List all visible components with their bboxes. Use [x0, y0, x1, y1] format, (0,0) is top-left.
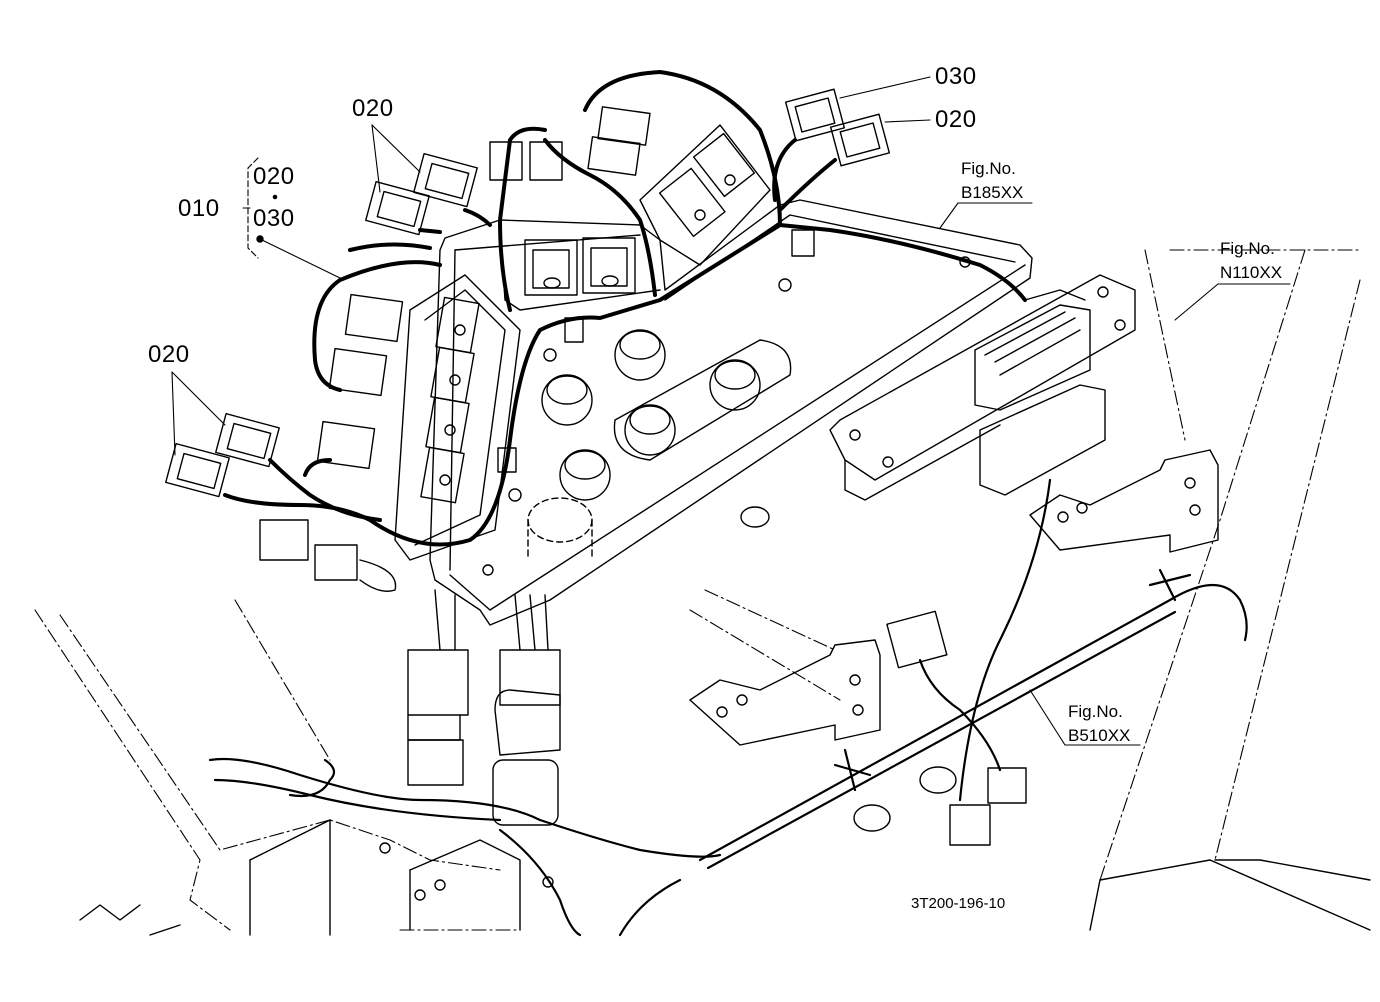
leader-010-dot-line: [261, 239, 341, 279]
leader-fig-b510: [1029, 689, 1141, 746]
fig-ref-b510-code: B510XX: [1068, 726, 1131, 745]
leader-020-left-b: [171, 371, 226, 426]
callout-020-left: 020: [148, 341, 190, 368]
callout-020-top-right: 020: [935, 106, 977, 133]
bullet-dot-mid: [272, 194, 278, 200]
callout-020-upper-left: 020: [352, 95, 394, 122]
callout-010-sub-020: 020: [253, 163, 295, 190]
fig-ref-b185-prefix: Fig.No.: [961, 159, 1016, 178]
connectors: [165, 88, 891, 592]
mounting-brackets: [689, 274, 1219, 746]
leader-fig-b185: [939, 202, 1033, 229]
lower-harness-lines: [208, 478, 1248, 937]
rotary-knobs: [527, 329, 792, 561]
callout-030-top: 030: [935, 63, 977, 90]
screws: [482, 229, 971, 576]
leader-030-top: [839, 76, 931, 99]
leader-020-top-right: [884, 119, 931, 123]
left-switch-block: [394, 274, 521, 561]
leader-010-bracket-vert: [247, 157, 259, 259]
leader-020-upper-left-b: [371, 124, 381, 193]
fig-ref-n110-code: N110XX: [1220, 263, 1283, 282]
fig-ref-n110-prefix: Fig.No.: [1220, 239, 1275, 258]
leader-020-left-a: [171, 371, 176, 456]
leader-020-upper-left-a: [371, 124, 421, 173]
fig-ref-b510-prefix: Fig.No.: [1068, 702, 1123, 721]
callout-010: 010: [178, 195, 220, 222]
right-connector: [974, 289, 1106, 496]
drawing-id-label: 3T200-196-10: [911, 895, 1006, 912]
leader-fig-n110: [1174, 283, 1291, 321]
wire-harness: [223, 70, 1027, 547]
callout-010-sub-030: 030: [253, 205, 295, 232]
lower-frame: [79, 819, 1371, 936]
frame-structure-lines: [34, 249, 1361, 931]
bullet-dot: [256, 235, 264, 243]
control-panel: [429, 199, 1033, 626]
lower-connectors: [407, 506, 1027, 846]
fig-ref-b185-code: B185XX: [961, 183, 1024, 202]
leader-lines: [171, 76, 1291, 746]
top-switch-block: [524, 124, 771, 296]
